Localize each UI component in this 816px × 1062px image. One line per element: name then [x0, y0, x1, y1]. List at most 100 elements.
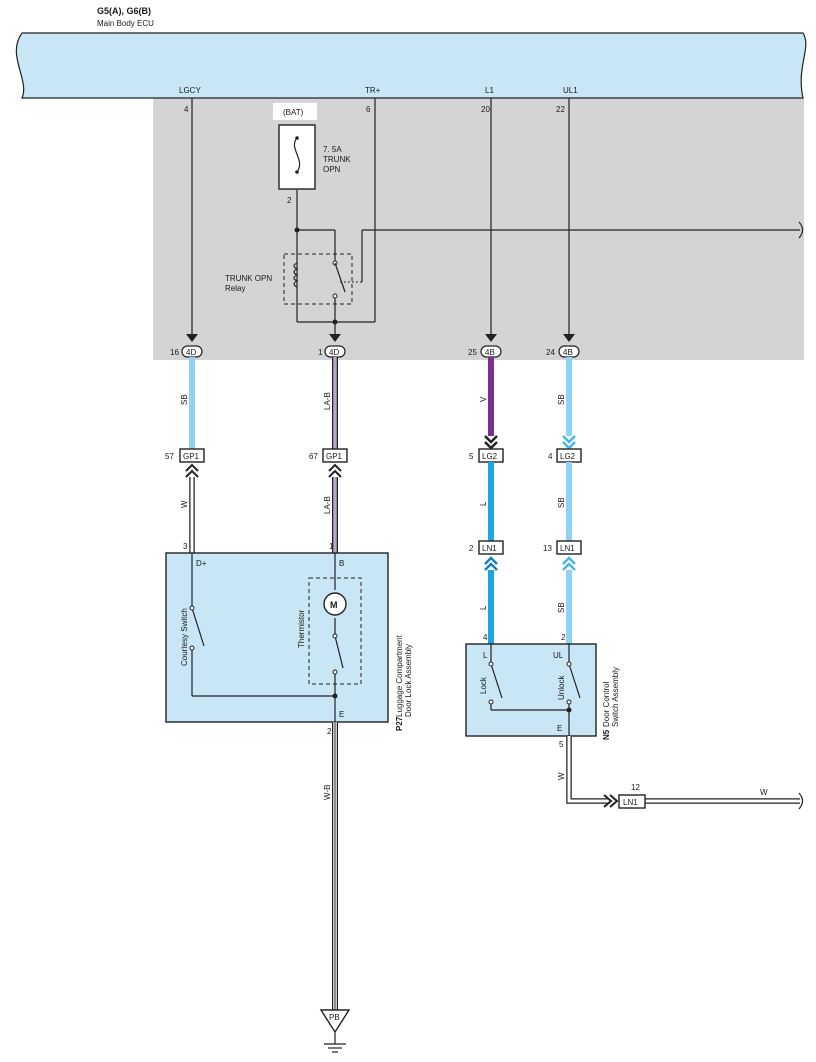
svg-text:LGCY: LGCY [179, 86, 201, 95]
courtesy-switch-label: Courtesy Switch [180, 608, 189, 666]
relay-label: TRUNK OPN [225, 274, 272, 283]
svg-text:5: 5 [469, 452, 474, 461]
fuse-name: TRUNK [323, 155, 351, 164]
fuse-box [278, 124, 316, 190]
connector-4b-25: 25 4B [468, 345, 502, 358]
svg-text:4B: 4B [485, 348, 495, 357]
ground-label: PB [329, 1013, 340, 1022]
svg-text:TR+: TR+ [365, 86, 381, 95]
unlock-label: Unlock [557, 675, 566, 700]
fuse-source: (BAT) [283, 108, 304, 117]
wire-continuation-mark [798, 792, 804, 810]
connector-lg2-4: 4 LG2 [548, 448, 582, 463]
p27-pin-label: E [339, 710, 344, 719]
chevron-down-icon [484, 435, 576, 450]
ground-icon [319, 1009, 351, 1034]
junction-dot [294, 227, 300, 233]
wire-color-label: W [760, 788, 768, 797]
connector-ln1-13: 13 LN1 [543, 540, 582, 555]
svg-text:UL1: UL1 [563, 86, 578, 95]
n5-pin-label: E [557, 724, 562, 733]
wire-color-label: L [479, 501, 488, 506]
relay-box [283, 253, 353, 305]
connector-4d-16: 16 4D [170, 345, 203, 358]
n5-pin-label: UL [553, 651, 564, 660]
svg-text:GP1: GP1 [326, 452, 343, 461]
svg-text:20: 20 [481, 105, 490, 114]
ecu-pin-ul1: UL1 22 [556, 86, 578, 114]
n5-pin-num: 5 [559, 740, 564, 749]
ecu-pin-lgcy: LGCY 4 [179, 86, 201, 114]
p27-name: Door Lock Assembly [404, 644, 413, 717]
wire-color-label: W [557, 772, 566, 780]
fuse-pin: 2 [287, 196, 292, 205]
connector-arrows [186, 334, 575, 342]
svg-text:LG2: LG2 [560, 452, 576, 461]
n5-component [465, 643, 597, 737]
chevron-up-icon [484, 556, 576, 571]
thermistor-box [308, 577, 362, 685]
n5-name: Door Control [602, 681, 611, 727]
wire-continuation-mark [798, 221, 804, 239]
connector-4b-24: 24 4B [546, 345, 580, 358]
wire-color-label: LA-B [323, 496, 332, 514]
svg-text:16: 16 [170, 348, 179, 357]
wire-color-label: SB [557, 497, 566, 508]
connector-ln1-2: 2 LN1 [469, 540, 504, 555]
p27-pin-num: 3 [183, 542, 188, 551]
chevron-right-icon [603, 794, 619, 808]
svg-text:GP1: GP1 [183, 452, 200, 461]
svg-text:25: 25 [468, 348, 477, 357]
wire-color-label: W-B [323, 785, 332, 800]
svg-text:LN1: LN1 [482, 544, 497, 553]
junction-dot [332, 319, 338, 325]
connector-4d-1: 1 4D [318, 345, 346, 358]
wire-w-n5-ground [566, 736, 800, 804]
p27-code: P27 [395, 716, 404, 731]
connector-gp1-67: 67 GP1 [309, 448, 348, 463]
svg-text:4B: 4B [563, 348, 573, 357]
p27-pin-num: 1 [329, 542, 334, 551]
svg-text:L1: L1 [485, 86, 494, 95]
n5-name: Switch Assembly [611, 667, 620, 727]
p27-pin-num: 2 [327, 727, 332, 736]
connector-lg2-5: 5 LG2 [469, 448, 504, 463]
wire-color-label: L [479, 605, 488, 610]
fuse-name: OPN [323, 165, 341, 174]
svg-text:22: 22 [556, 105, 565, 114]
ecu-part-code: G5(A), G6(B) [97, 6, 151, 16]
ground-earth-icon [324, 1032, 346, 1053]
svg-text:12: 12 [631, 783, 640, 792]
svg-text:57: 57 [165, 452, 174, 461]
n5-pin-num: 2 [561, 633, 566, 642]
n5-pin-num: 4 [483, 633, 488, 642]
motor-icon [323, 592, 347, 616]
p27-component [165, 552, 389, 723]
svg-text:4: 4 [184, 105, 189, 114]
wire-color-label: SB [557, 602, 566, 613]
wire-color-label: SB [557, 394, 566, 405]
motor-label: M [330, 600, 338, 610]
svg-text:4D: 4D [329, 348, 339, 357]
svg-text:2: 2 [469, 544, 474, 553]
relay-contact-icon [334, 262, 346, 293]
p27-pin-label: B [339, 559, 344, 568]
svg-text:4: 4 [548, 452, 553, 461]
p27-name: Luggage Compartment [395, 634, 404, 717]
ecu-internal-area [153, 98, 804, 360]
thermistor-label: Thermistor [297, 609, 306, 648]
n5-pin-label: L [483, 651, 488, 660]
relay-coil-icon [293, 262, 299, 288]
ecu-body [15, 32, 807, 99]
wire-color-label: SB [180, 394, 189, 405]
svg-text:67: 67 [309, 452, 318, 461]
svg-text:LN1: LN1 [560, 544, 575, 553]
svg-text:1: 1 [318, 348, 323, 357]
n5-internal-wiring [490, 644, 581, 736]
svg-text:13: 13 [543, 544, 552, 553]
svg-text:LG2: LG2 [482, 452, 498, 461]
wire-color-label: V [479, 396, 488, 402]
lock-label: Lock [479, 676, 488, 694]
ecu-part-name: Main Body ECU [97, 19, 154, 28]
